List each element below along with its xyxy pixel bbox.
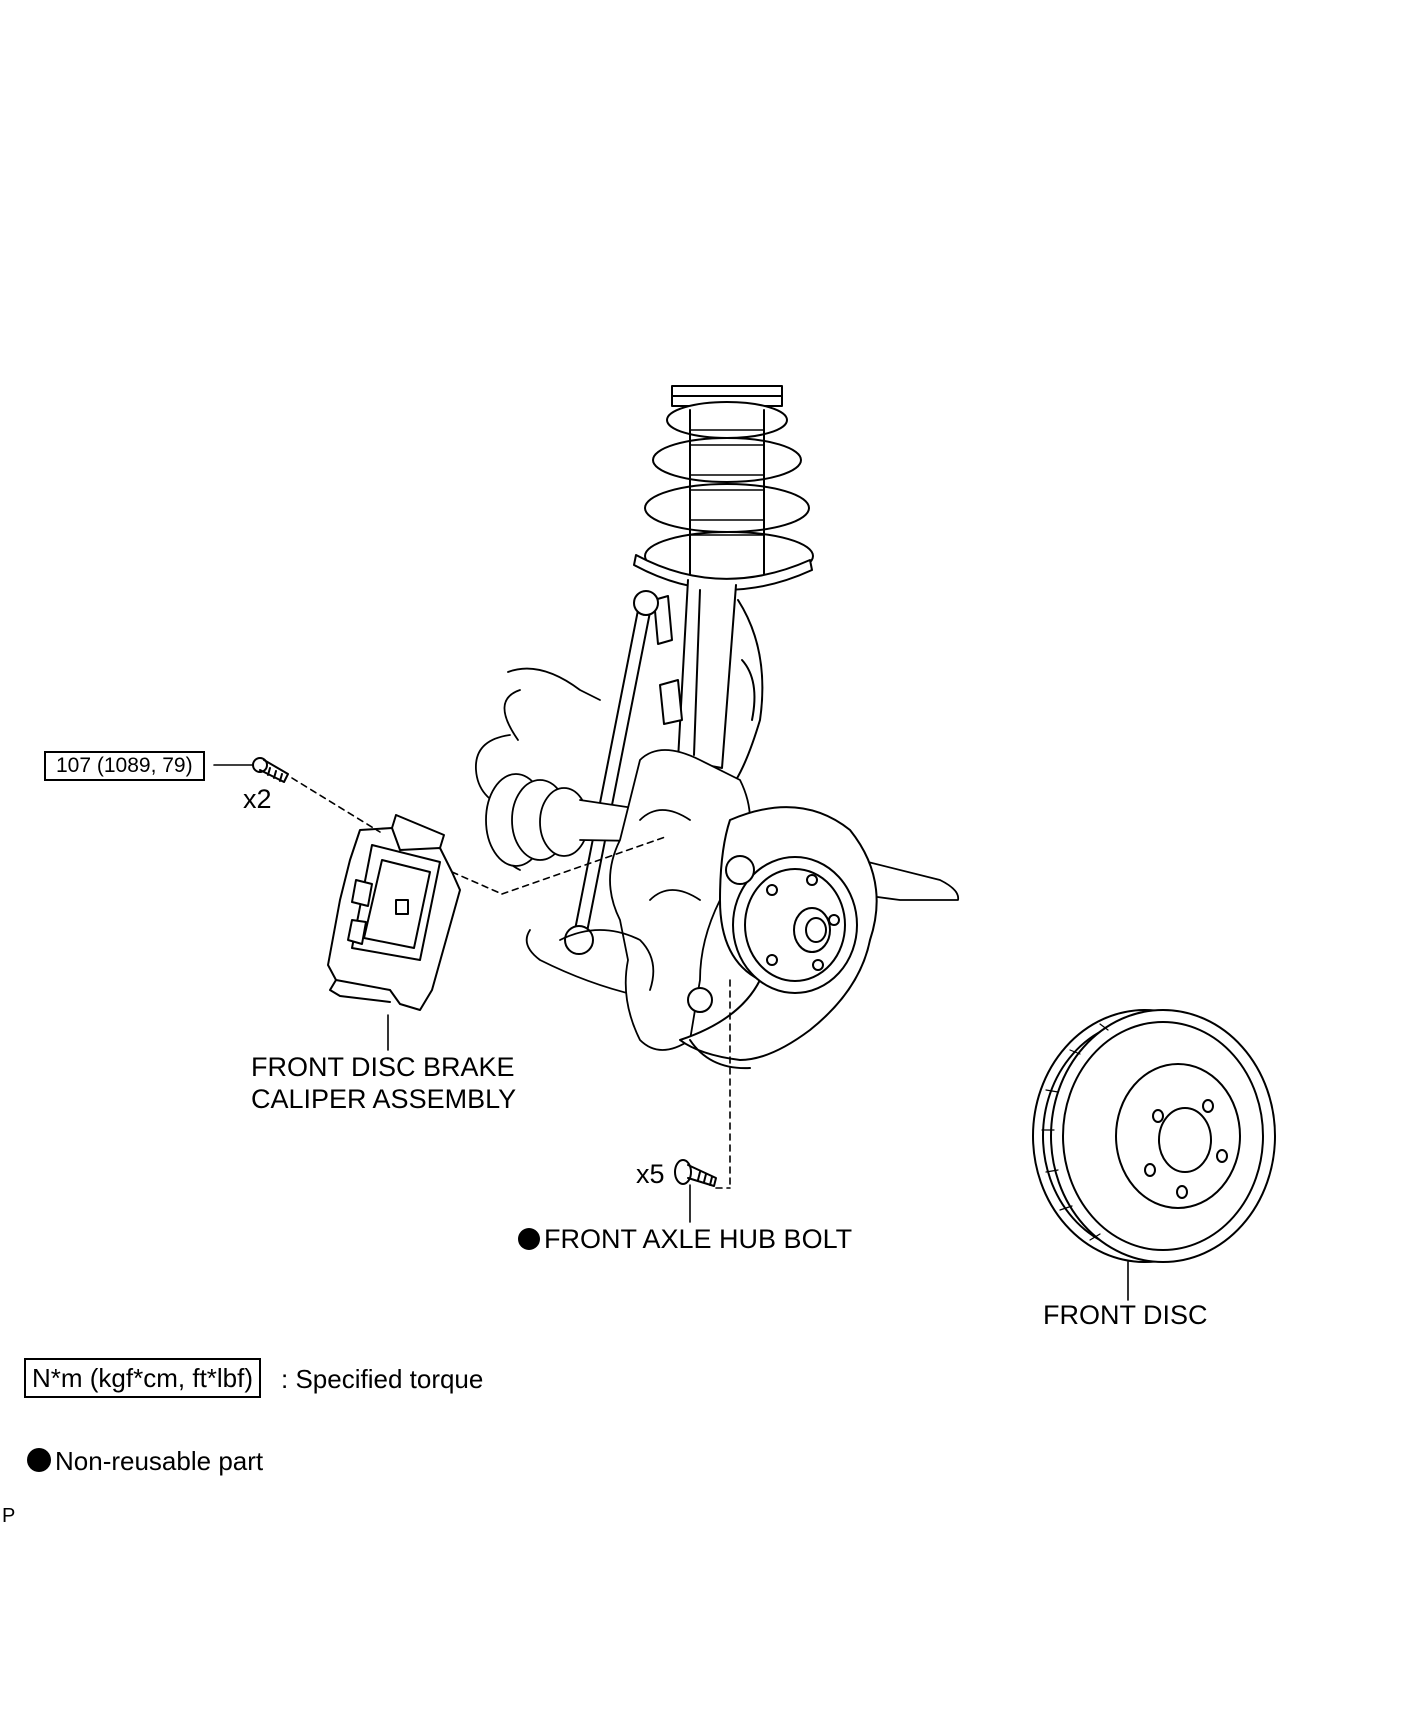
hub-bolt-name: FRONT AXLE HUB BOLT bbox=[544, 1224, 853, 1254]
non-reusable-dot-icon bbox=[27, 1448, 51, 1472]
caliper-bolt-quantity: x2 bbox=[243, 784, 272, 814]
caliper-bolt bbox=[252, 757, 289, 783]
leader-lines bbox=[213, 764, 1129, 1301]
nonreusable-legend: Non-reusable part bbox=[27, 1444, 263, 1478]
torque-legend-desc: : Specified torque bbox=[281, 1364, 484, 1394]
stabilizer-link bbox=[564, 590, 659, 955]
hub-bolt bbox=[674, 1159, 717, 1187]
strut-assembly bbox=[633, 385, 814, 781]
non-reusable-dot-icon bbox=[518, 1228, 540, 1250]
caliper-label-line2: CALIPER ASSEMBLY bbox=[251, 1084, 517, 1114]
corner-mark: P bbox=[2, 1505, 16, 1527]
brake-caliper bbox=[327, 814, 461, 1011]
hub-bolt-quantity: x5 bbox=[636, 1159, 665, 1189]
nonreusable-legend-desc: Non-reusable part bbox=[55, 1446, 264, 1476]
brake-disc bbox=[1032, 1009, 1276, 1263]
caliper-label-line1: FRONT DISC BRAKE bbox=[251, 1052, 515, 1082]
coil-spring bbox=[644, 401, 814, 581]
caliper-torque-spec: 107 (1089, 79) bbox=[44, 751, 205, 781]
hub-bolt-label: FRONT AXLE HUB BOLT bbox=[518, 1222, 852, 1256]
steering-knuckle bbox=[475, 667, 960, 1051]
axle-hub bbox=[679, 806, 878, 1070]
torque-legend-box: N*m (kgf*cm, ft*lbf) bbox=[24, 1358, 262, 1398]
disc-label: FRONT DISC bbox=[1043, 1300, 1208, 1330]
